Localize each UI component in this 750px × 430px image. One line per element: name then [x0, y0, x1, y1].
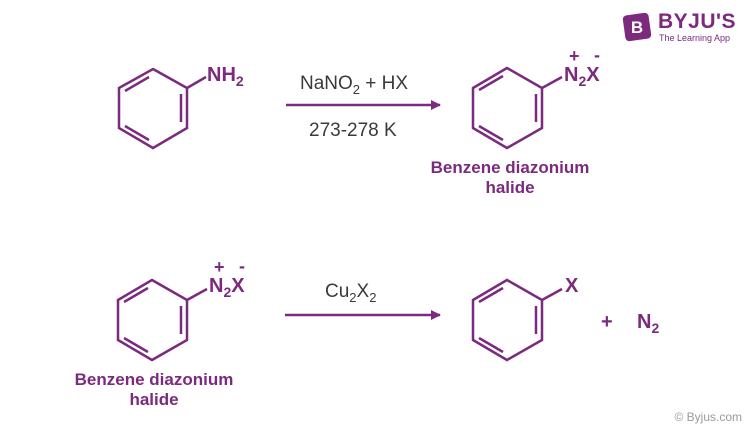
brand-tagline: The Learning App	[659, 33, 731, 43]
nitrogen-byproduct: N2	[637, 311, 659, 336]
reaction1-arrow-group: NaNO2 + HX 273-278 K	[286, 73, 441, 141]
reaction2-arrow-group: Cu2X2	[285, 281, 441, 320]
aniline-molecule: NH2	[117, 64, 244, 150]
diazonium-group-label: N2X	[209, 275, 245, 300]
diazonium-reactant-molecule: N2X + -	[116, 256, 245, 362]
byjus-logo: B BYJU'S The Learning App	[622, 10, 746, 46]
benzene-ring	[116, 278, 189, 362]
benzene-ring	[117, 67, 189, 150]
diazonium-bond	[541, 75, 563, 90]
diazonium-group-label: N2X	[564, 64, 600, 89]
positive-charge: +	[569, 46, 580, 66]
reactant-name-line1: Benzene diazonium	[75, 370, 234, 389]
byjus-badge-icon: B	[622, 12, 652, 42]
reaction2-reagent: Cu2X2	[325, 281, 376, 305]
diazonium-bond	[186, 287, 208, 302]
negative-charge: -	[594, 45, 600, 65]
benzene-ring	[471, 278, 544, 362]
reaction1-conditions-reagent: NaNO2 + HX	[300, 73, 408, 97]
brand-name: BYJU'S	[658, 10, 737, 33]
halide-bond	[541, 287, 563, 302]
amine-bond	[186, 75, 207, 90]
copyright-watermark: © Byjus.com	[674, 410, 742, 424]
plus-sign: +	[601, 311, 613, 333]
aryl-halide-product-molecule: X	[471, 275, 579, 362]
reactant-name-line2: halide	[129, 390, 178, 409]
reaction1-conditions-temperature: 273-278 K	[309, 120, 397, 141]
positive-charge: +	[214, 257, 225, 277]
product-name-line2: halide	[485, 178, 534, 197]
diazonium-product-molecule: N2X + -	[471, 45, 600, 150]
halide-group-label: X	[565, 275, 579, 297]
product-name-line1: Benzene diazonium	[431, 158, 590, 177]
svg-text:B: B	[631, 18, 643, 37]
negative-charge: -	[239, 256, 245, 276]
benzene-ring	[471, 66, 544, 150]
amine-group-label: NH2	[207, 64, 244, 89]
